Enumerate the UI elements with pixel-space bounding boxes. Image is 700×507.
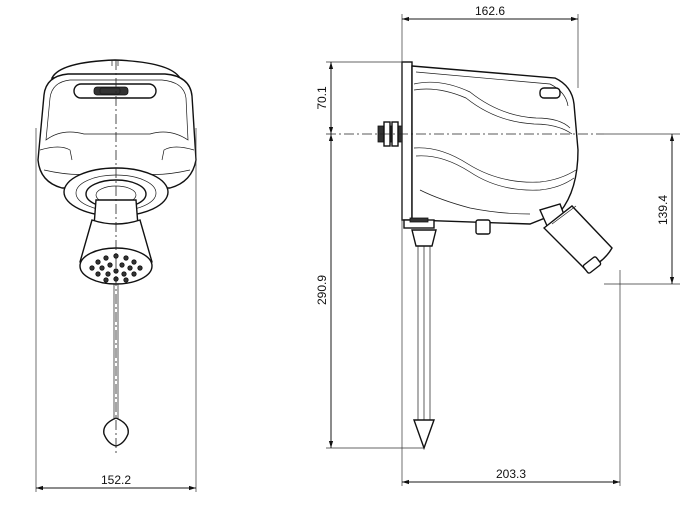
upper-height-label: 70.1: [315, 86, 329, 110]
side-view: 162.6 70.1 290.9 139.4 203.3: [315, 4, 680, 486]
front-view: 152.2: [35, 59, 197, 492]
side-bottom-width-label: 203.3: [496, 467, 526, 481]
total-height-label: 290.9: [315, 275, 329, 305]
head-drop-label: 139.4: [656, 195, 670, 225]
side-top-width-label: 162.6: [475, 4, 505, 18]
front-width-label: 152.2: [101, 473, 131, 487]
